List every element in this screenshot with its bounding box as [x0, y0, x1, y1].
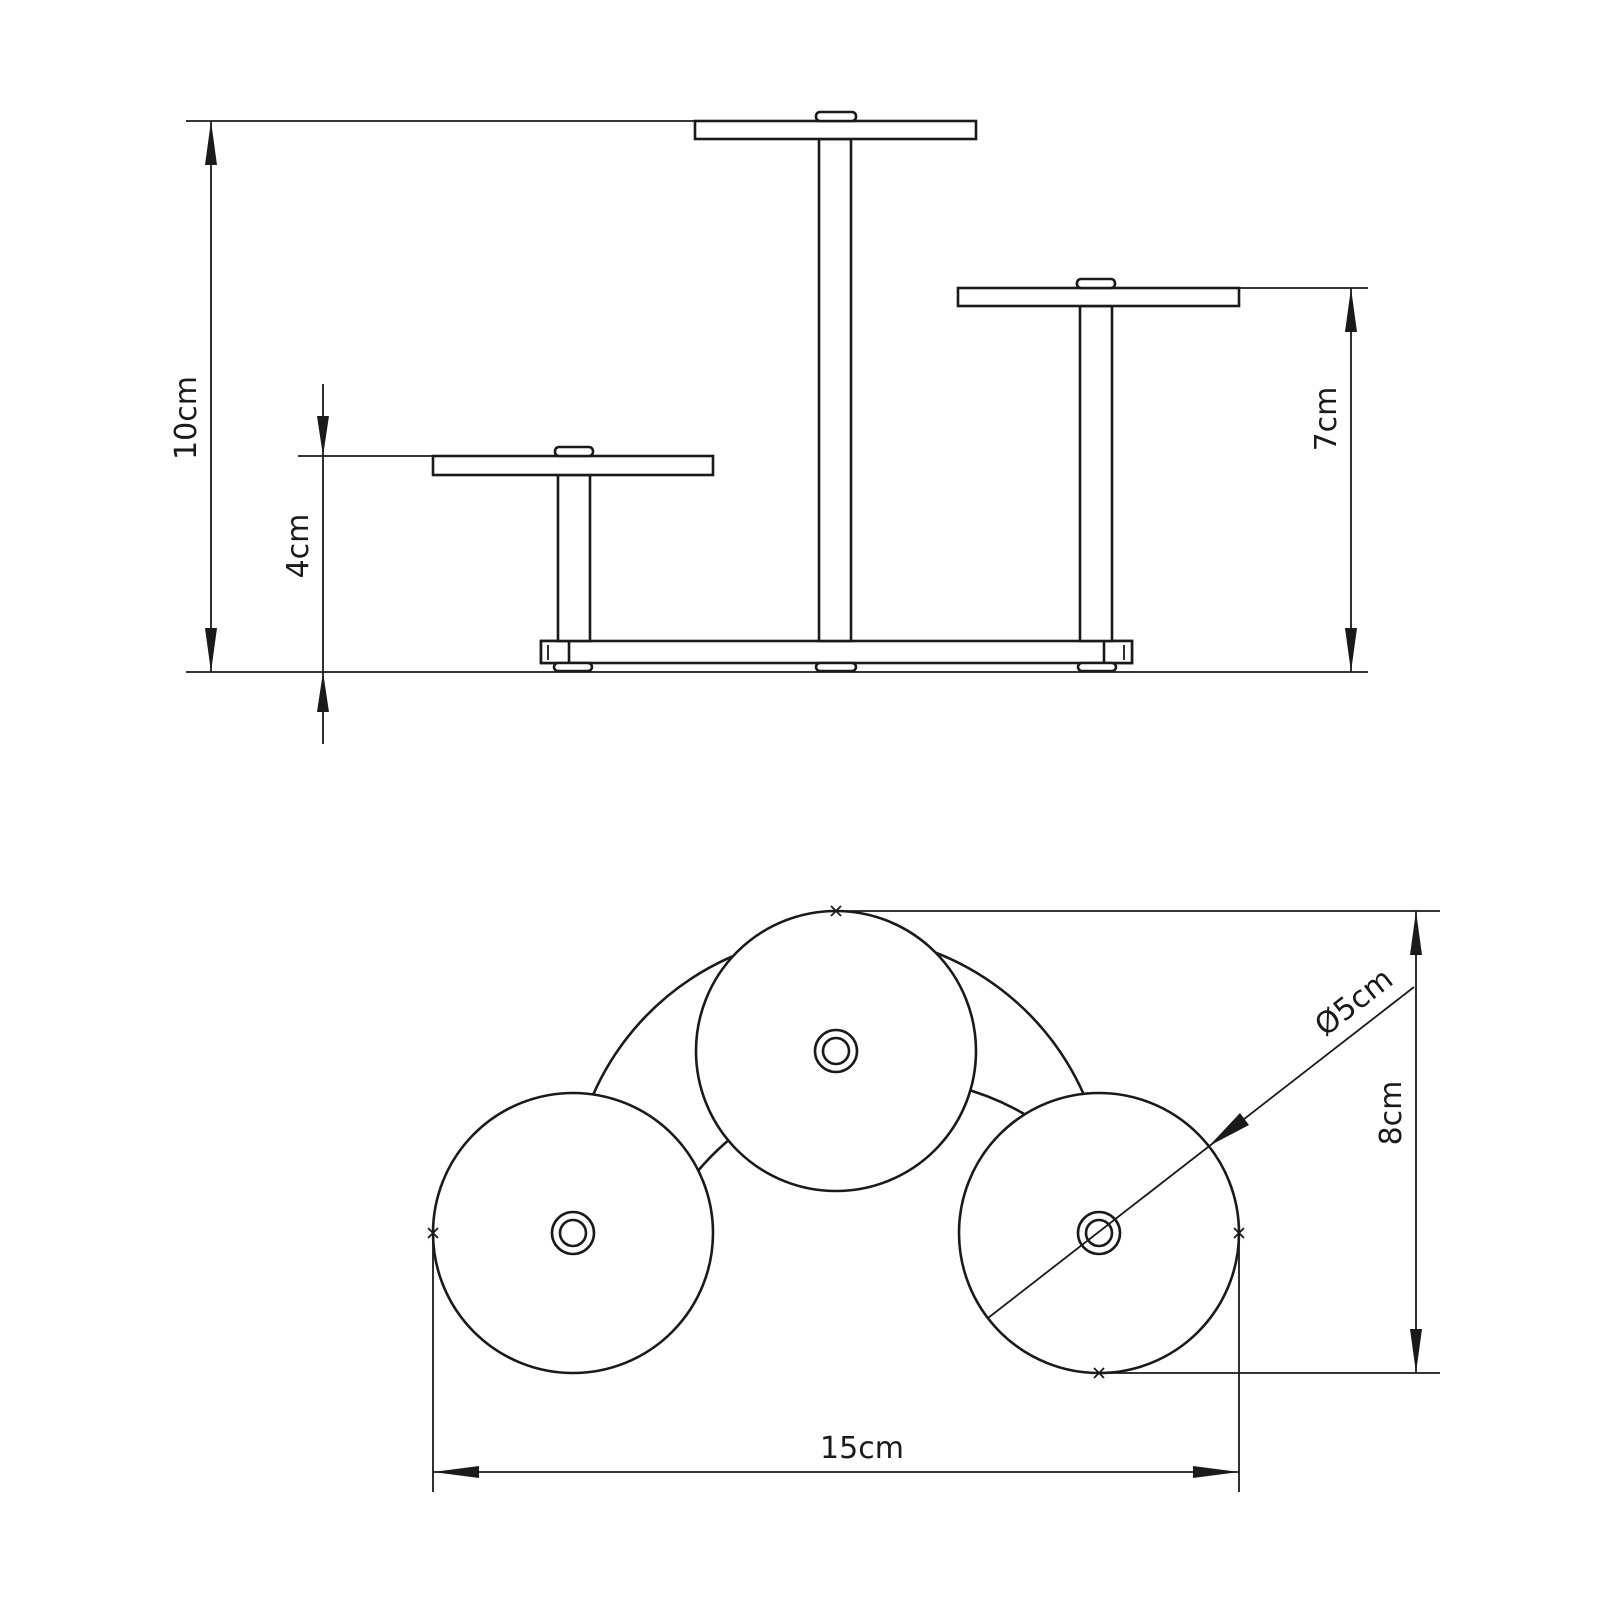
middle-post	[817, 137, 853, 643]
overall-height-label: 10cm	[169, 376, 204, 460]
right-tier	[956, 277, 1241, 643]
left-tier-height-dimension: 4cm	[281, 384, 329, 744]
left-tier-height-label: 4cm	[281, 514, 316, 579]
left-tier	[431, 445, 715, 643]
foot-right	[1076, 661, 1118, 673]
side-view: 10cm 4cm 7cm	[169, 110, 1368, 744]
disc-left	[431, 1091, 715, 1375]
right-tier-height-dimension: 7cm	[1309, 288, 1357, 672]
disc-middle	[694, 909, 978, 1193]
disc-right	[957, 1091, 1241, 1375]
right-platform	[956, 286, 1241, 308]
overall-height-dimension: 10cm	[169, 121, 217, 672]
right-post	[1078, 304, 1114, 643]
depth-dimension: 8cm	[1374, 911, 1422, 1373]
top-view: 8cm 15cm Ø5cm	[427, 905, 1440, 1492]
width-label: 15cm	[820, 1431, 904, 1466]
left-post	[556, 473, 592, 643]
disc-right-post	[1076, 1210, 1122, 1256]
middle-tier	[693, 110, 978, 643]
left-platform	[431, 454, 715, 477]
width-dimension: 15cm	[433, 1431, 1239, 1478]
middle-cap	[814, 110, 858, 123]
base-bar	[539, 639, 1134, 665]
left-cap	[553, 445, 595, 458]
point-markers	[427, 905, 1245, 1379]
middle-platform	[693, 119, 978, 141]
foot-left	[552, 661, 594, 673]
right-cap	[1075, 277, 1117, 290]
diameter-label: Ø5cm	[1309, 962, 1400, 1044]
disc-left-post	[550, 1210, 596, 1256]
disc-middle-post	[813, 1028, 859, 1074]
right-tier-height-label: 7cm	[1309, 387, 1344, 452]
depth-label: 8cm	[1374, 1081, 1409, 1146]
foot-middle	[814, 661, 858, 673]
